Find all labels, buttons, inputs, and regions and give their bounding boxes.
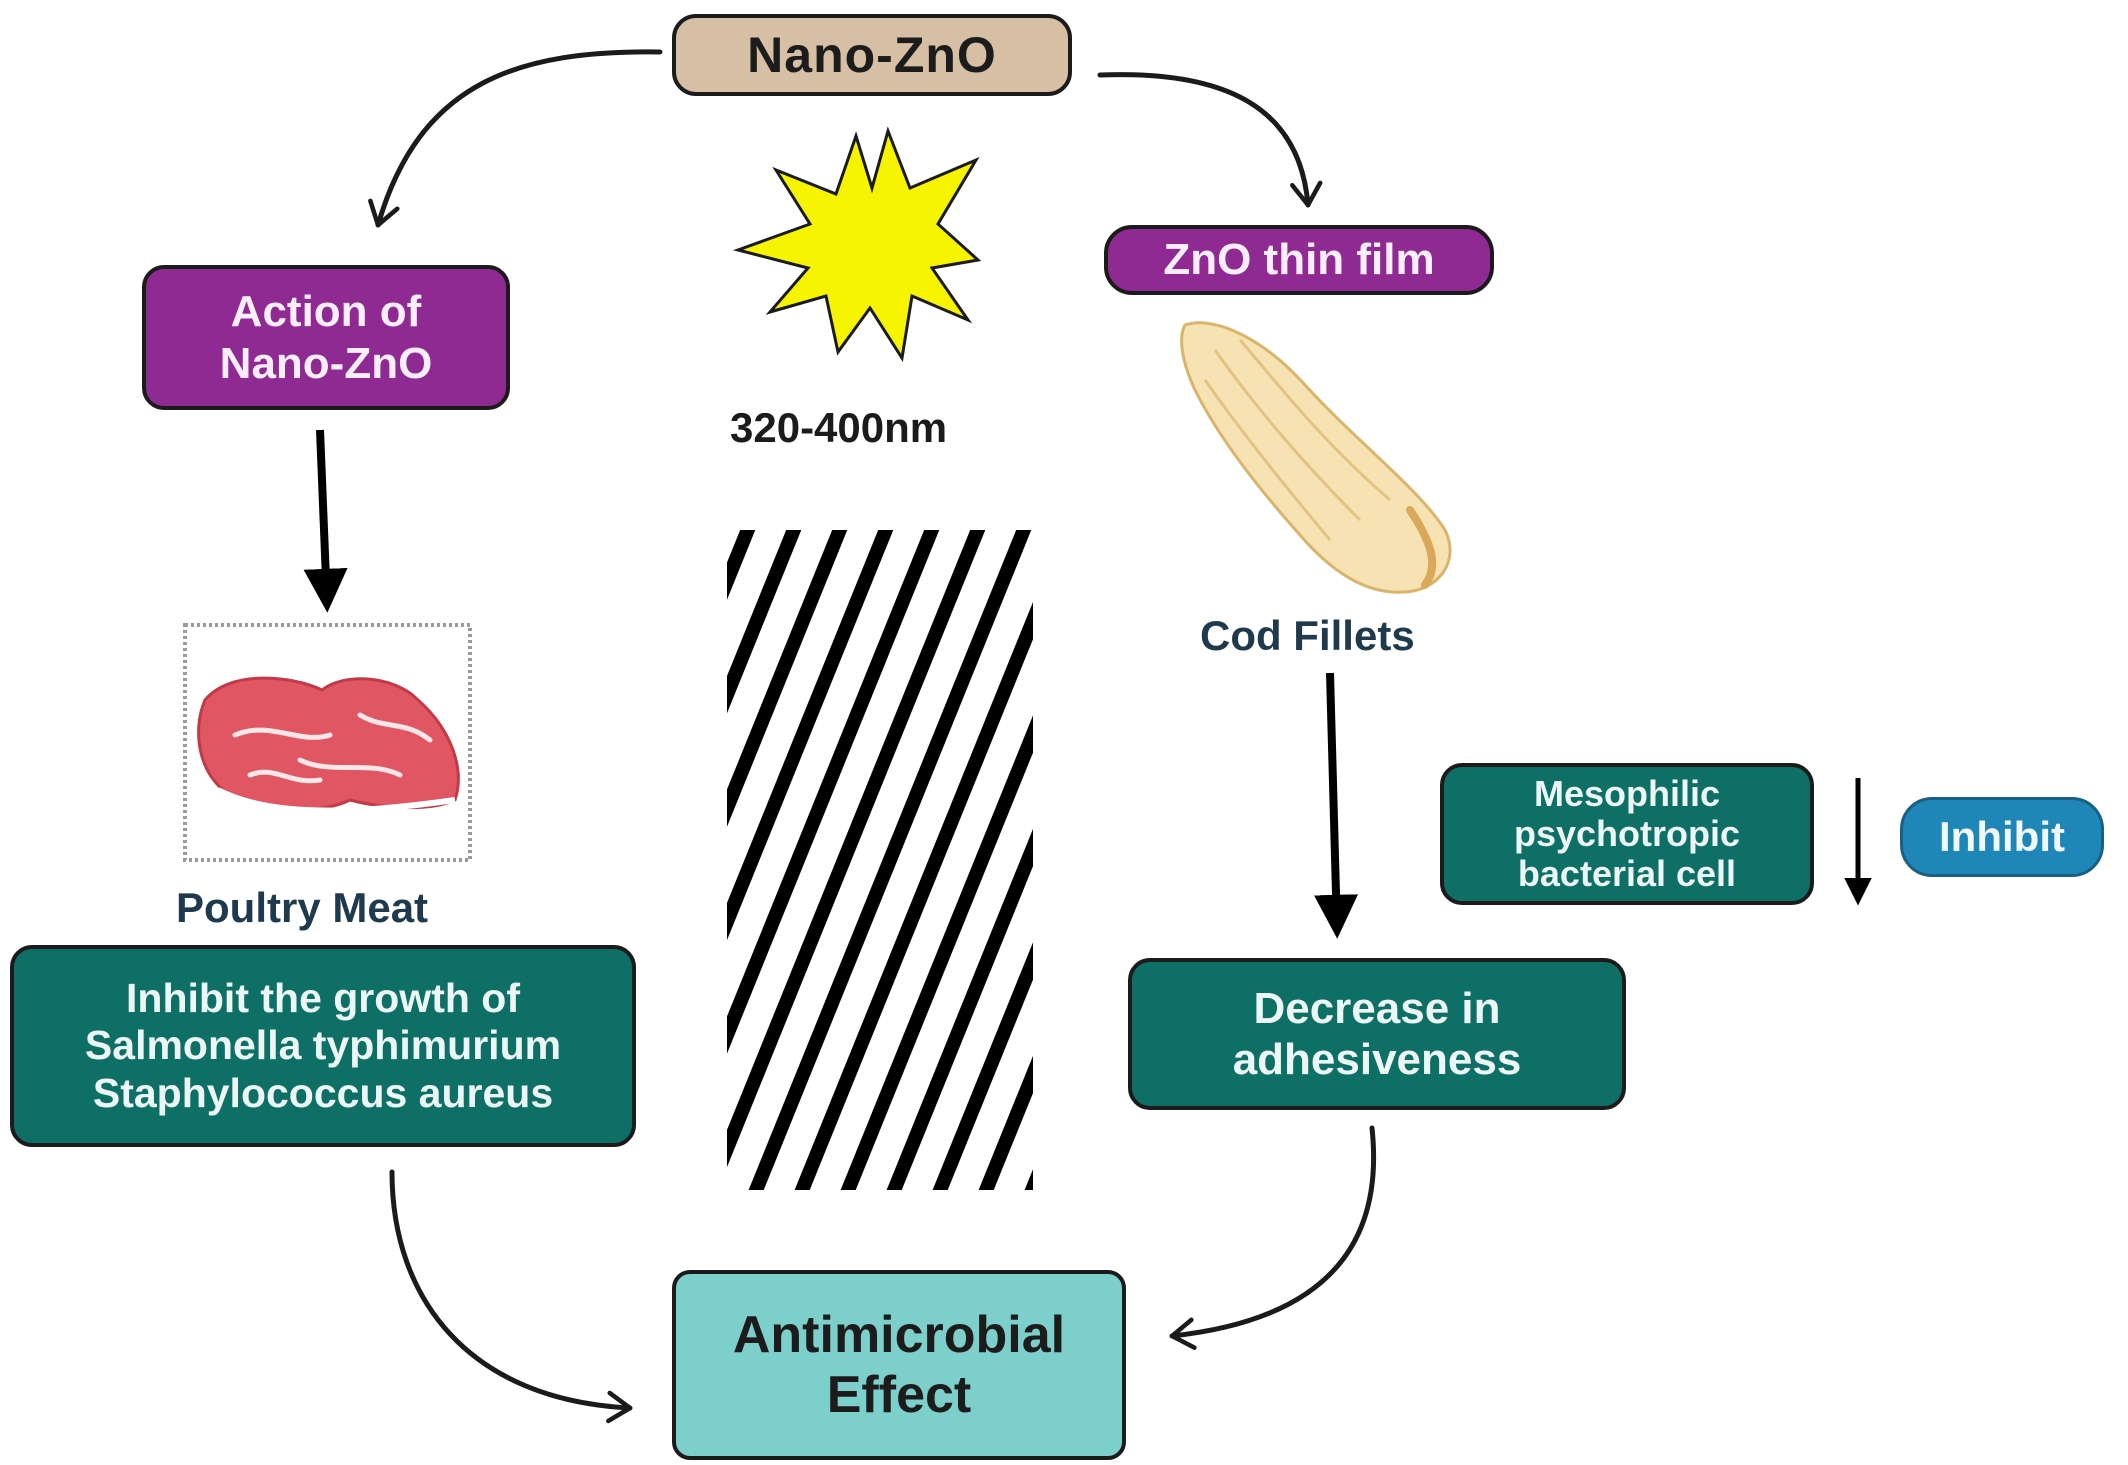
- zno-thin-film-box: ZnO thin film: [1104, 225, 1494, 295]
- arrow-to-thin-film: [1097, 72, 1323, 208]
- nano-zno-box: Nano-ZnO: [672, 14, 1072, 96]
- hatched-barrier: [727, 530, 1033, 1190]
- arrow-to-adhesiveness: [1314, 672, 1359, 939]
- starburst-icon: [732, 126, 982, 363]
- arrow-left-to-result: [389, 1169, 633, 1424]
- arrow-to-poultry: [303, 429, 348, 613]
- cod-fillets-label: Cod Fillets: [1200, 612, 1415, 659]
- action-of-nano-zno-box: Action of Nano-ZnO: [142, 265, 510, 410]
- arrow-to-action: [368, 49, 663, 228]
- uv-wavelength-label: 320-400nm: [730, 404, 948, 451]
- cod-fillet-image: [1180, 321, 1452, 594]
- inhibit-growth-box: Inhibit the growth of Salmonella typhimu…: [10, 945, 636, 1147]
- decrease-adhesiveness-box: Decrease in adhesiveness: [1128, 958, 1626, 1110]
- raw-meat-image: [183, 623, 472, 862]
- antimicrobial-effect-box: Antimicrobial Effect: [672, 1270, 1126, 1460]
- arrow-right-to-result: [1169, 1125, 1377, 1350]
- mesophilic-bacteria-box: Mesophilic psychotropic bacterial cell: [1440, 763, 1814, 905]
- inhibit-badge: Inhibit: [1900, 797, 2104, 877]
- poultry-meat-label: Poultry Meat: [176, 884, 429, 931]
